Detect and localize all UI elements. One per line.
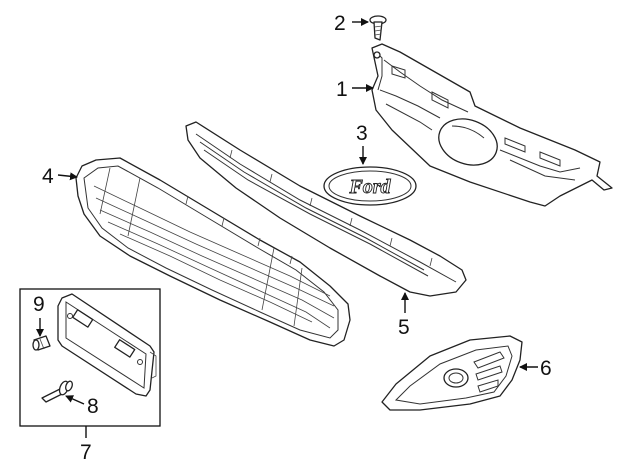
callout-1: 1 bbox=[336, 78, 348, 101]
part-8-push-pin bbox=[41, 380, 73, 403]
part-5-lower-grille-bar bbox=[185, 121, 467, 297]
part-3-emblem: Ford bbox=[323, 166, 417, 206]
leader-4 bbox=[57, 172, 78, 181]
part-6-fog-lamp-bezel bbox=[381, 335, 523, 411]
callout-5: 5 bbox=[398, 316, 410, 339]
callout-9: 9 bbox=[33, 293, 45, 316]
callout-4: 4 bbox=[42, 165, 54, 188]
license-bracket bbox=[57, 293, 157, 397]
leader-8 bbox=[65, 395, 85, 405]
callout-2: 2 bbox=[334, 12, 346, 35]
part-4-lower-grille bbox=[75, 157, 351, 347]
callout-7: 7 bbox=[80, 441, 92, 464]
part-9-bolt bbox=[32, 335, 51, 351]
part-1-upper-grille bbox=[371, 43, 613, 207]
callout-6: 6 bbox=[540, 357, 552, 380]
part-2-screw bbox=[369, 15, 387, 41]
emblem-text: Ford bbox=[348, 176, 391, 198]
leader-lines bbox=[36, 18, 538, 438]
callout-numbers: 2 1 3 4 5 6 7 8 9 bbox=[33, 12, 552, 464]
callout-8: 8 bbox=[87, 395, 99, 418]
callout-3: 3 bbox=[356, 122, 368, 145]
inset-box bbox=[19, 288, 161, 427]
